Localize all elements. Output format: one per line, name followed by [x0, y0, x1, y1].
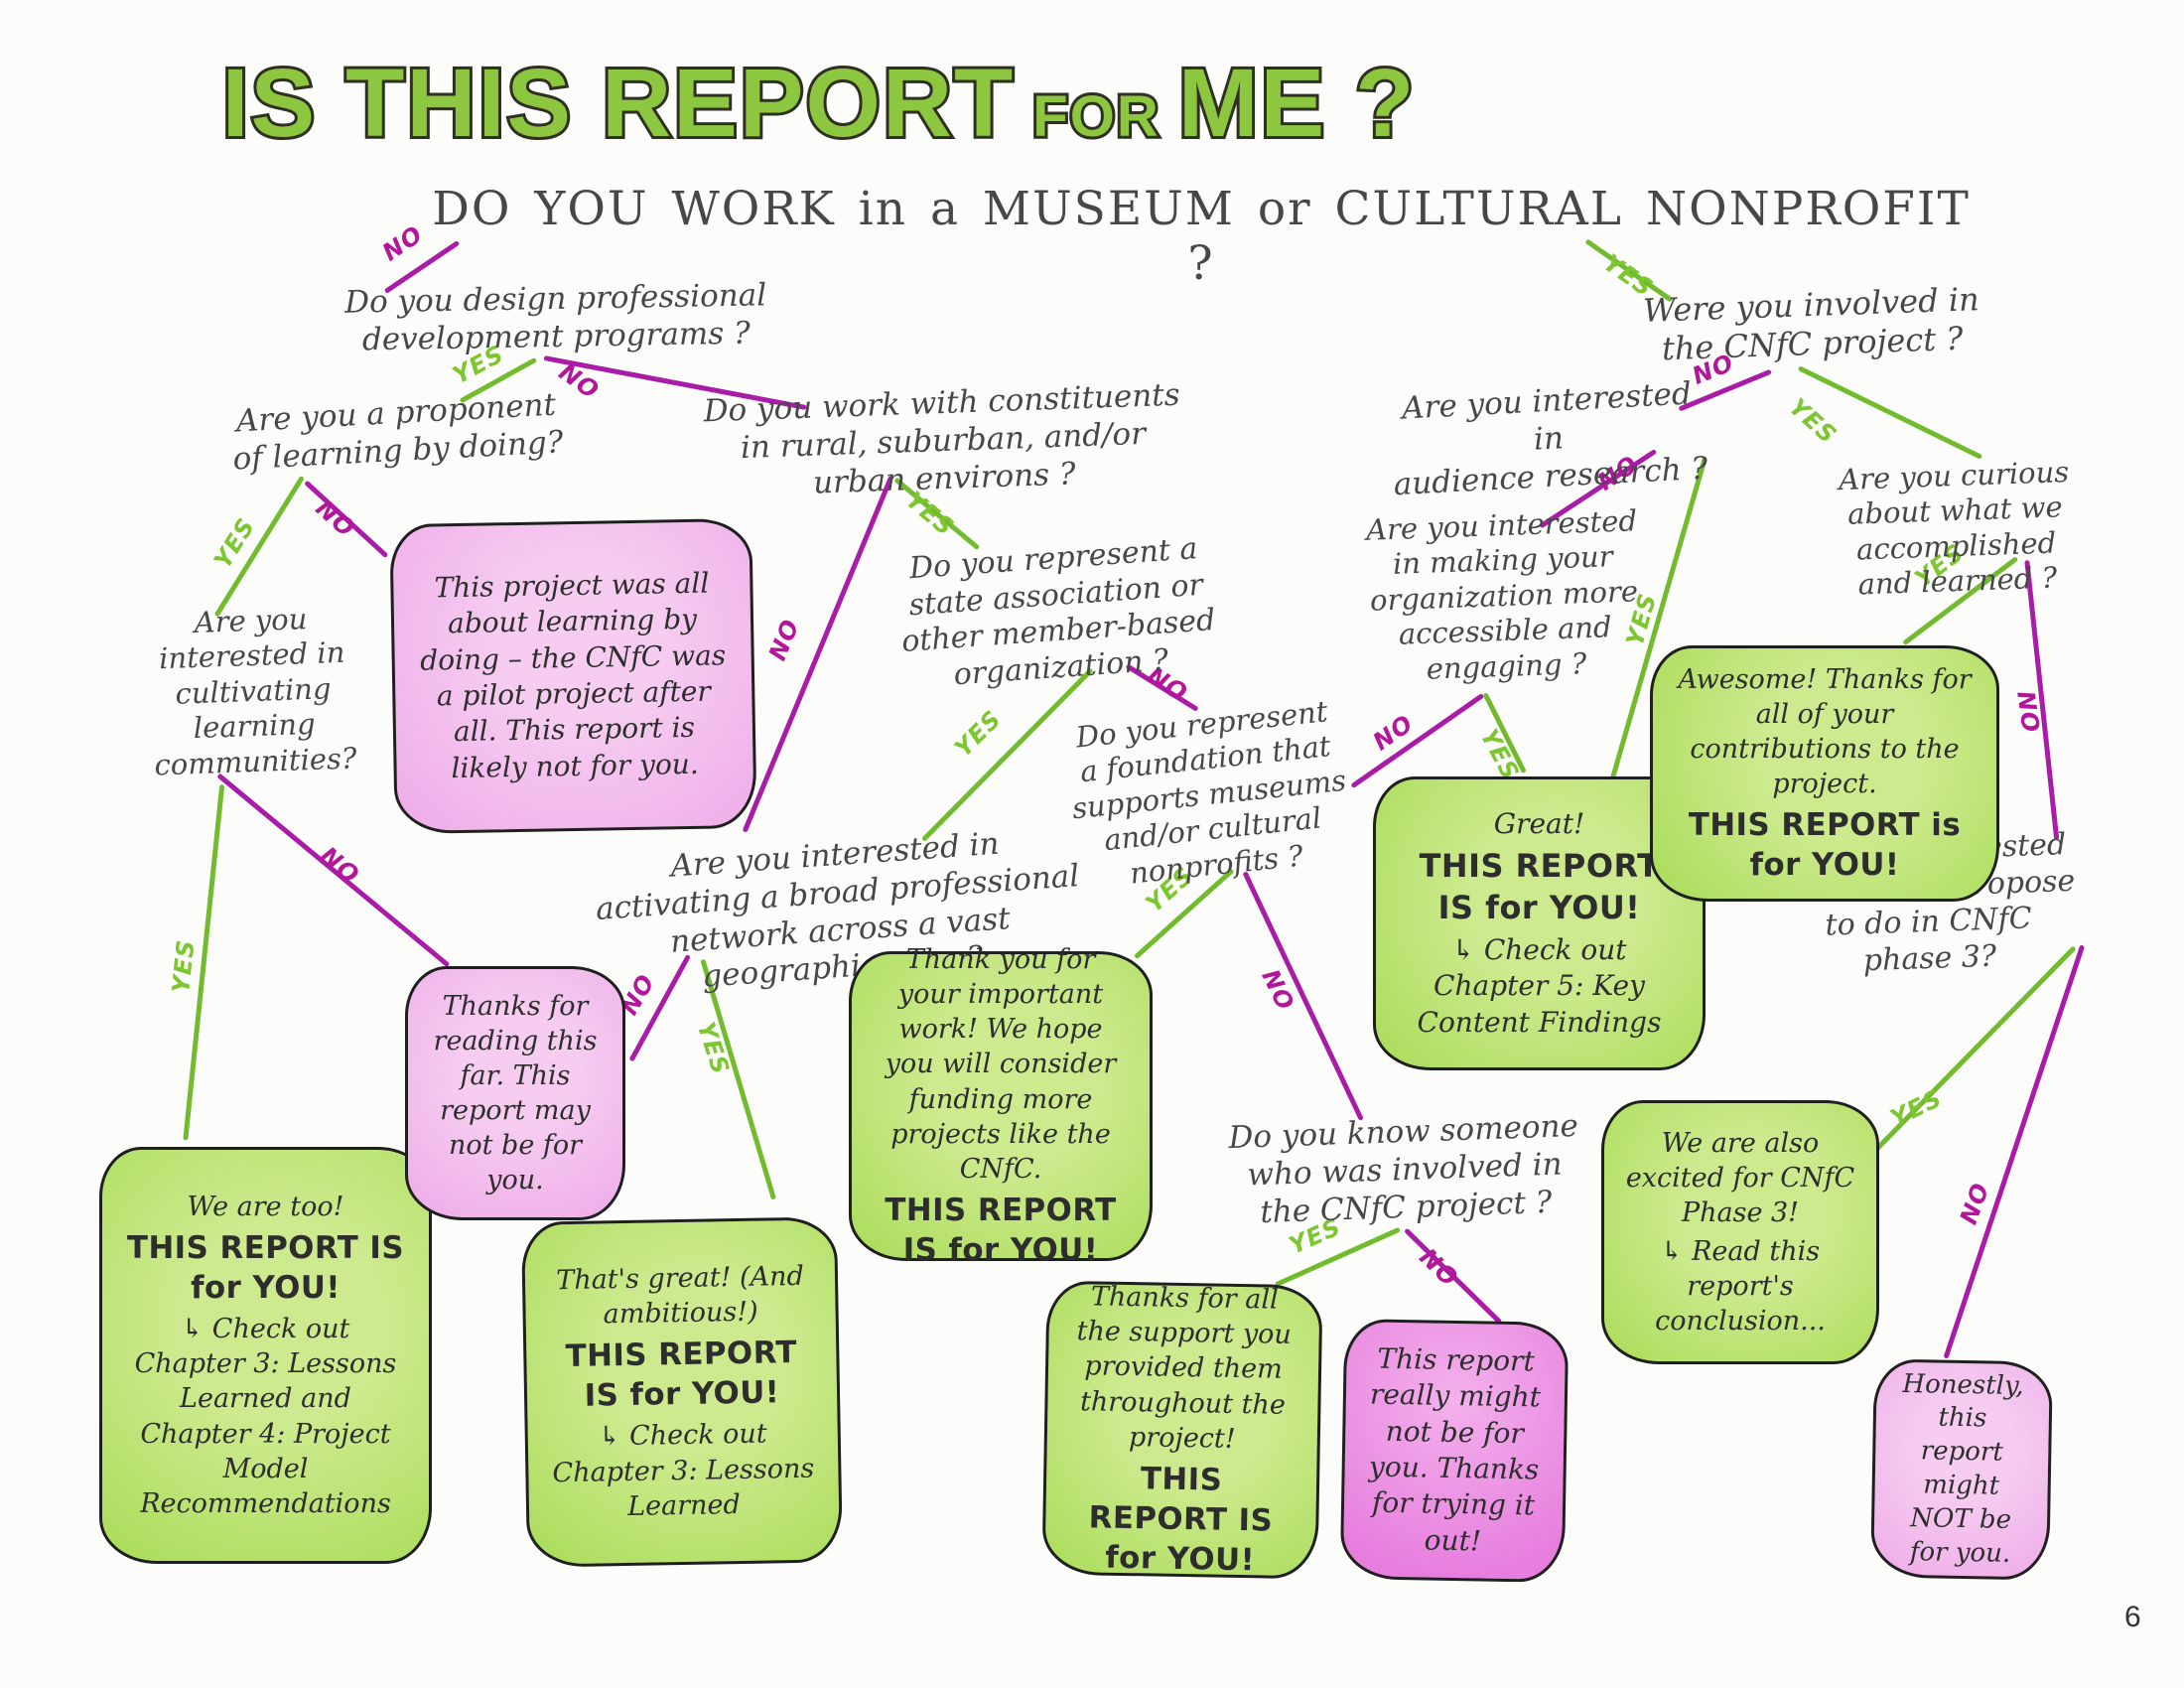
question-know-someone: Do you know someone who was involved in … — [1227, 1107, 1579, 1230]
endpoint-box-thanks-support-text: Thanks for all the support you provided … — [1076, 1281, 1292, 1455]
endpoint-box-thanks-reading: Thanks for reading this far. This report… — [405, 966, 625, 1220]
edge-label-curious-no: NO — [2011, 689, 2045, 736]
question-state-association: Do you represent a state association or … — [900, 531, 1217, 693]
question-curious: Are you curious about what we accomplish… — [1838, 454, 2070, 602]
edge-foundation-no — [1242, 871, 1365, 1122]
page-number: 6 — [2124, 1601, 2141, 1633]
endpoint-box-we-are-too: We are too! THIS REPORT IS for YOU!↳ Chec… — [99, 1147, 432, 1564]
endpoint-box-great-text: ↳ Check out Chapter 5: Key Content Findi… — [1417, 933, 1662, 1039]
question-constituents: Do you work with constituents in rural, … — [703, 376, 1181, 501]
question-cultivating: Are you interested in cultivating learni… — [153, 602, 357, 782]
endpoint-box-great-text: Great! — [1493, 806, 1585, 840]
page-title: IS THIS REPORT FOR ME ? — [219, 46, 1418, 160]
endpoint-box-thanks-support: Thanks for all the support you provided … — [1041, 1280, 1323, 1580]
edge-label-proponent-yes: YES — [208, 512, 261, 574]
question-foundation: Do you represent a foundation that suppo… — [1070, 694, 1348, 891]
endpoint-box-excited-phase3-text: We are also excited for CNfC Phase 3! — [1625, 1127, 1855, 1228]
endpoint-box-thank-you-text: THIS REPORT IS for YOU! — [885, 1192, 1117, 1268]
endpoint-box-thank-you-text: Thank you for your important work! We ho… — [885, 944, 1117, 1185]
page-title-part3: ME ? — [1175, 46, 1418, 160]
endpoint-box-excited-phase3-text: ↳ Read this report's conclusion... — [1655, 1236, 1826, 1337]
endpoint-box-thats-great: That's great! (And ambitious!)THIS REPOR… — [520, 1216, 844, 1568]
endpoint-box-thank-you: Thank you for your important work! We ho… — [849, 944, 1153, 1268]
endpoint-box-honestly: Honestly, this report might NOT be for y… — [1870, 1358, 2053, 1581]
edge-label-know-no: NO — [1414, 1242, 1464, 1293]
endpoint-box-thanks-reading-text: Thanks for reading this far. This report… — [433, 990, 598, 1196]
edge-label-proponent-no: NO — [310, 493, 360, 543]
edge-label-constituents-no: NO — [763, 615, 805, 665]
endpoint-box-pilot-text: This project was all about learning by d… — [419, 566, 727, 784]
edge-label-phase3-yes: YES — [1885, 1083, 1947, 1133]
question-proponent: Are you a proponent of learning by doing… — [231, 386, 565, 478]
question-accessible: Are you interested in making your organi… — [1365, 503, 1639, 686]
endpoint-box-great-text: THIS REPORT IS for YOU! — [1419, 847, 1660, 926]
endpoint-box-awesome-text: Awesome! Thanks for all of your contribu… — [1678, 663, 1972, 800]
endpoint-box-really-might-not-text: This report really might not be for you.… — [1368, 1341, 1542, 1558]
endpoint-box-awesome: Awesome! Thanks for all of your contribu… — [1650, 645, 1999, 902]
endpoint-box-we-are-too-text: THIS REPORT IS for YOU! — [126, 1230, 405, 1307]
edge-accessible-no — [1350, 693, 1485, 789]
endpoint-box-really-might-not: This report really might not be for you.… — [1339, 1319, 1570, 1583]
endpoint-box-honestly-text: Honestly, this report might NOT be for y… — [1902, 1368, 2024, 1569]
question-audience-research: Are you interested in audience research … — [1392, 375, 1708, 502]
edge-label-cultivating-no: NO — [315, 841, 365, 891]
edge-label-main-no: NO — [377, 219, 429, 267]
root-question: DO YOU WORK in a MUSEUM or CULTURAL NONP… — [432, 182, 1971, 291]
endpoint-box-thats-great-text: THIS REPORT IS for YOU! — [565, 1335, 798, 1415]
page-title-part1: IS THIS REPORT — [219, 46, 1017, 160]
edge-label-cultivating-yes: YES — [167, 937, 201, 995]
question-design: Do you design professional development p… — [343, 277, 767, 358]
endpoint-box-we-are-too-text: ↳ Check out Chapter 3: Lessons Learned a… — [134, 1314, 397, 1519]
endpoint-box-thats-great-text: ↳ Check out Chapter 3: Lessons Learned — [552, 1418, 815, 1522]
endpoint-box-thanks-support-text: THIS REPORT IS for YOU! — [1088, 1460, 1274, 1579]
endpoint-box-excited-phase3: We are also excited for CNfC Phase 3!↳ R… — [1601, 1100, 1879, 1364]
page-title-part2: FOR — [1029, 81, 1160, 152]
edge-label-involved-yes: YES — [1783, 392, 1843, 450]
edge-label-accessible-no: NO — [1367, 709, 1419, 757]
endpoint-box-thats-great-text: That's great! (And ambitious!) — [556, 1261, 804, 1331]
endpoint-box-pilot: This project was all about learning by d… — [389, 517, 757, 835]
edge-label-state-yes: YES — [949, 704, 1008, 763]
question-involved: Were you involved in the CNfC project ? — [1642, 280, 1980, 368]
endpoint-box-awesome-text: THIS REPORT is for YOU! — [1688, 807, 1962, 884]
endpoint-box-we-are-too-text: We are too! — [187, 1192, 344, 1223]
